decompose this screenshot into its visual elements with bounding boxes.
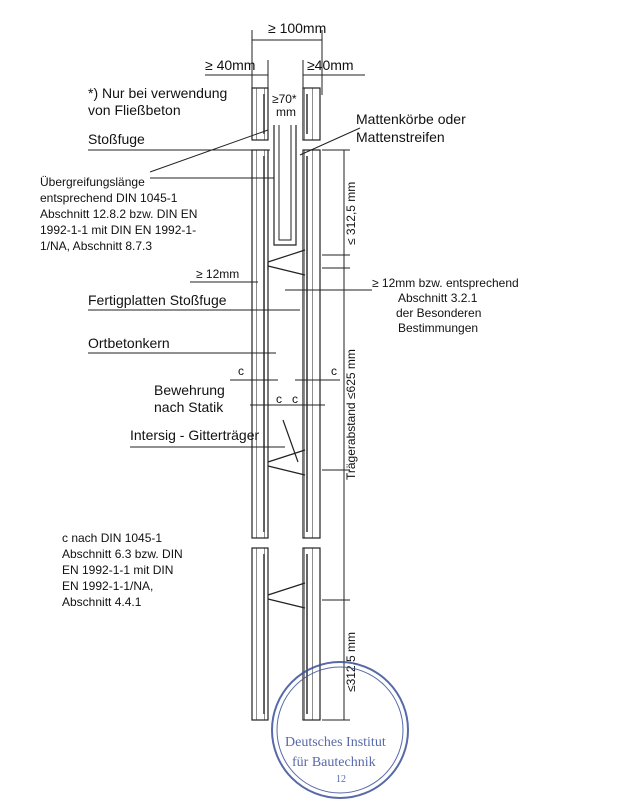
note-line: Übergreifungslänge	[40, 175, 145, 189]
stamp-text: Deutsches Institut	[285, 735, 386, 750]
note-line: Abschnitt 6.3 bzw. DIN	[62, 547, 183, 561]
right-precast-slab	[302, 547, 321, 721]
left-precast-slab	[251, 87, 269, 141]
dim-gap-unit: mm	[276, 105, 296, 119]
dim-right-wall: ≥40mm	[307, 57, 354, 73]
dim-left-wall: ≥ 40mm	[205, 57, 255, 73]
label-gittertraeger: Intersig - Gitterträger	[130, 427, 259, 443]
dim-total-width: ≥ 100mm	[268, 20, 326, 36]
label-bewehrung-2: nach Statik	[154, 399, 224, 415]
label-bewehrung-1: Bewehrung	[154, 382, 225, 398]
note-line: EN 1992-1-1 mit DIN	[62, 563, 173, 577]
label-mattenkoerbe-1: Mattenkörbe oder	[356, 111, 466, 127]
note-line: Abschnitt 12.8.2 bzw. DIN EN	[40, 207, 197, 221]
left-precast-slab	[251, 149, 269, 539]
note-line: 1/NA, Abschnitt 8.7.3	[40, 239, 152, 253]
right-precast-slab	[302, 149, 321, 539]
note-line: Abschnitt 4.4.1	[62, 595, 142, 609]
dim-c: c	[276, 392, 282, 406]
note-line: c nach DIN 1045-1	[62, 531, 162, 545]
note-uebergreifung: Übergreifungslänge entsprechend DIN 1045…	[40, 175, 197, 253]
label-ortbetonkern: Ortbetonkern	[88, 335, 170, 351]
dim-joint-left: ≥ 12mm	[196, 267, 239, 281]
note-joint-right: ≥ 12mm bzw. entsprechend Abschnitt 3.2.1…	[372, 276, 519, 335]
note-line: Abschnitt 3.2.1	[398, 291, 478, 305]
note-line: Bestimmungen	[398, 321, 478, 335]
stamp-number: 12	[336, 774, 346, 785]
left-precast-slab	[251, 547, 269, 721]
dim-c: c	[238, 364, 244, 378]
dim-lap-top: ≤ 312,5 mm	[344, 182, 358, 245]
note-line: der Besonderen	[396, 306, 481, 320]
u-bar-inner	[278, 125, 292, 241]
label-fertigplatten: Fertigplatten Stoßfuge	[88, 292, 227, 308]
note-line: 1992-1-1 mit DIN EN 1992-1-	[40, 223, 196, 237]
dim-c: c	[292, 392, 298, 406]
right-precast-slab	[302, 87, 321, 141]
lattice-girder	[267, 249, 306, 609]
precast-walls	[251, 87, 321, 721]
footnote-line-1: *) Nur bei verwendung	[88, 85, 227, 101]
dim-c: c	[331, 364, 337, 378]
note-line: EN 1992-1-1/NA,	[62, 579, 153, 593]
dim-spacing: Trägerabstand ≤625 mm	[344, 349, 358, 480]
label-mattenkoerbe-2: Mattenstreifen	[356, 129, 445, 145]
note-c: c nach DIN 1045-1 Abschnitt 6.3 bzw. DIN…	[62, 531, 183, 609]
footnote-line-2: von Fließbeton	[88, 102, 181, 118]
dibt-stamp: Deutsches Institut für Bautechnik 12	[271, 661, 409, 799]
dim-gap: ≥70*	[272, 92, 297, 106]
u-bar-reinforcement	[273, 125, 297, 246]
note-line: entsprechend DIN 1045-1	[40, 191, 178, 205]
dimension-lines	[88, 30, 372, 721]
label-stossfuge: Stoßfuge	[88, 131, 145, 147]
stamp-text: für Bautechnik	[292, 755, 376, 770]
note-line: ≥ 12mm bzw. entsprechend	[372, 276, 519, 290]
